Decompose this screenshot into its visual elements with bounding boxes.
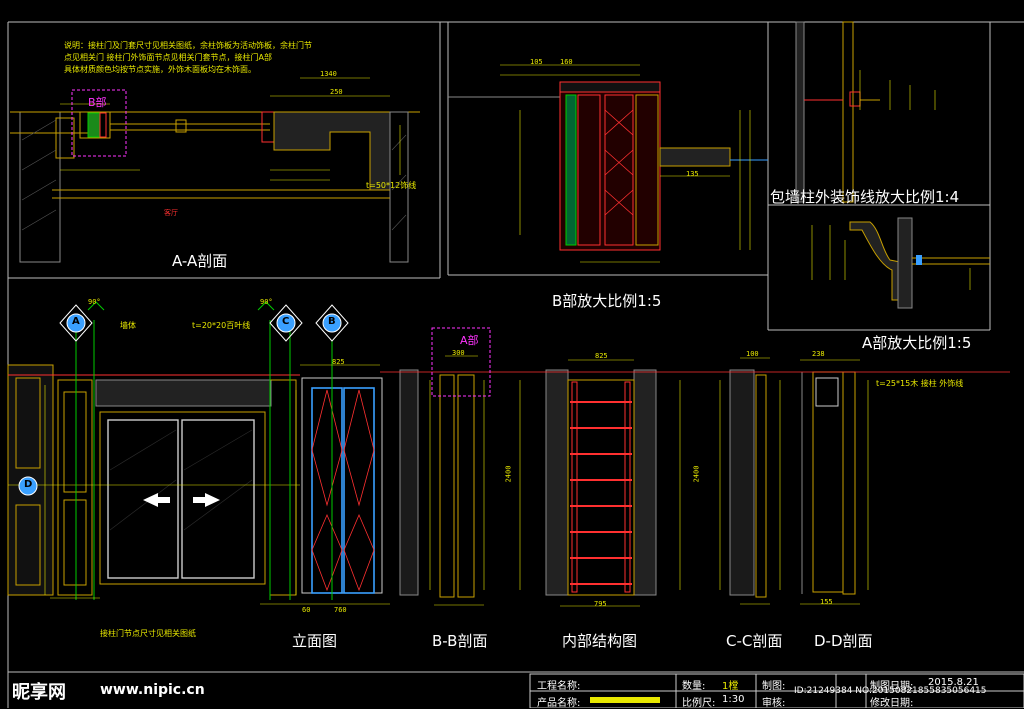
dim-100: 100 — [746, 350, 759, 358]
revision-date-label: 修改日期: — [870, 698, 914, 709]
scale-label: 比例尺: — [682, 698, 716, 709]
dim-2400: 2400 — [504, 465, 513, 483]
title-section-aa: A-A剖面 — [172, 252, 228, 270]
title-detail-b: B部放大比例1:5 — [552, 292, 662, 310]
inner-structure-drawing — [519, 359, 681, 607]
column-trim-drawing — [795, 21, 936, 203]
tag-b-part: B部 — [88, 96, 107, 109]
bottom-note: 接柱门节点尺寸见相关图纸 — [100, 629, 196, 638]
dim-160: 160 — [560, 58, 573, 66]
trim-note-3: t=50*12饰线 — [366, 181, 417, 190]
drawing-no-label: 制图: — [762, 681, 786, 692]
watermark-brand: 昵享网 — [12, 682, 66, 703]
quantity-value: 1樘 — [722, 681, 739, 692]
dim-135: 135 — [686, 170, 699, 178]
title-block-lines — [529, 673, 1024, 708]
dim-105: 105 — [530, 58, 543, 66]
section-cc-drawing — [719, 357, 781, 605]
title-column-trim: 包墙柱外装饰线放大比例1:4 — [770, 188, 960, 206]
dim-250: 250 — [330, 88, 343, 96]
top-note-line-2: 点见相关门 接柱门外饰面节点见相关门套节点，接柱门A部 — [64, 53, 273, 62]
frame-lines — [7, 21, 1024, 708]
callout-a: A — [72, 316, 80, 327]
scale-value: 1:30 — [722, 694, 745, 705]
drawing-date-value: 2015.8.21 — [928, 677, 979, 688]
title-section-bb: B-B剖面 — [432, 632, 488, 650]
dim-825b: 825 — [595, 352, 608, 360]
dim-238: 238 — [812, 350, 825, 358]
top-note-line-1: 说明：接柱门及门套尺寸见相关图纸，余柱饰板为活动饰板，余柱门节 — [64, 41, 312, 50]
section-bb-drawing — [399, 355, 485, 606]
dim-155: 155 — [820, 598, 833, 606]
dim-795: 795 — [594, 600, 607, 608]
top-note-line-3: 具体材质颜色均按节点实施，外饰木面板均在木饰面。 — [64, 65, 256, 74]
label-wall: 墙体 — [120, 321, 136, 330]
dim-1340: 1340 — [320, 70, 337, 78]
title-inner-structure: 内部结构图 — [562, 632, 638, 650]
trim-note-2: t=25*15木 接柱 外饰线 — [876, 379, 964, 388]
dim-825: 825 — [332, 358, 345, 366]
label-room: 客厅 — [164, 209, 178, 217]
watermark-image-id: ID:21249384 NO:20150821855835056415 — [794, 686, 987, 696]
callout-boxes — [71, 89, 491, 397]
callout-b: B — [328, 316, 336, 327]
dim-2400b: 2400 — [692, 465, 701, 483]
reviewer-label: 审核: — [762, 698, 786, 709]
dim-760: 760 — [334, 606, 347, 614]
callout-c: C — [282, 316, 290, 327]
detail-b-drawing — [448, 64, 768, 263]
quantity-label: 数量: — [682, 681, 706, 692]
section-aa-plan — [10, 77, 420, 263]
title-detail-a: A部放大比例1:5 — [862, 334, 972, 352]
trim-note-1: t=20*20百叶线 — [192, 321, 251, 330]
watermark-url: www.nipic.cn — [100, 682, 205, 698]
tag-a-part: A部 — [460, 334, 479, 347]
callout-d: D — [24, 479, 33, 490]
product-name-label: 产品名称: — [537, 698, 581, 709]
title-elevation: 立面图 — [292, 632, 338, 650]
dim-60: 60 — [302, 606, 311, 614]
dim-300: 300 — [452, 349, 465, 357]
title-section-cc: C-C剖面 — [726, 632, 783, 650]
drawing-date-label: 制图日期: — [870, 681, 914, 692]
section-markers — [18, 301, 349, 496]
angle-label-1: 90° — [88, 298, 101, 306]
angle-label-2: 90° — [260, 298, 273, 306]
project-name-label: 工程名称: — [537, 681, 581, 692]
title-section-dd: D-D剖面 — [814, 632, 873, 650]
detail-a-drawing — [811, 217, 990, 309]
